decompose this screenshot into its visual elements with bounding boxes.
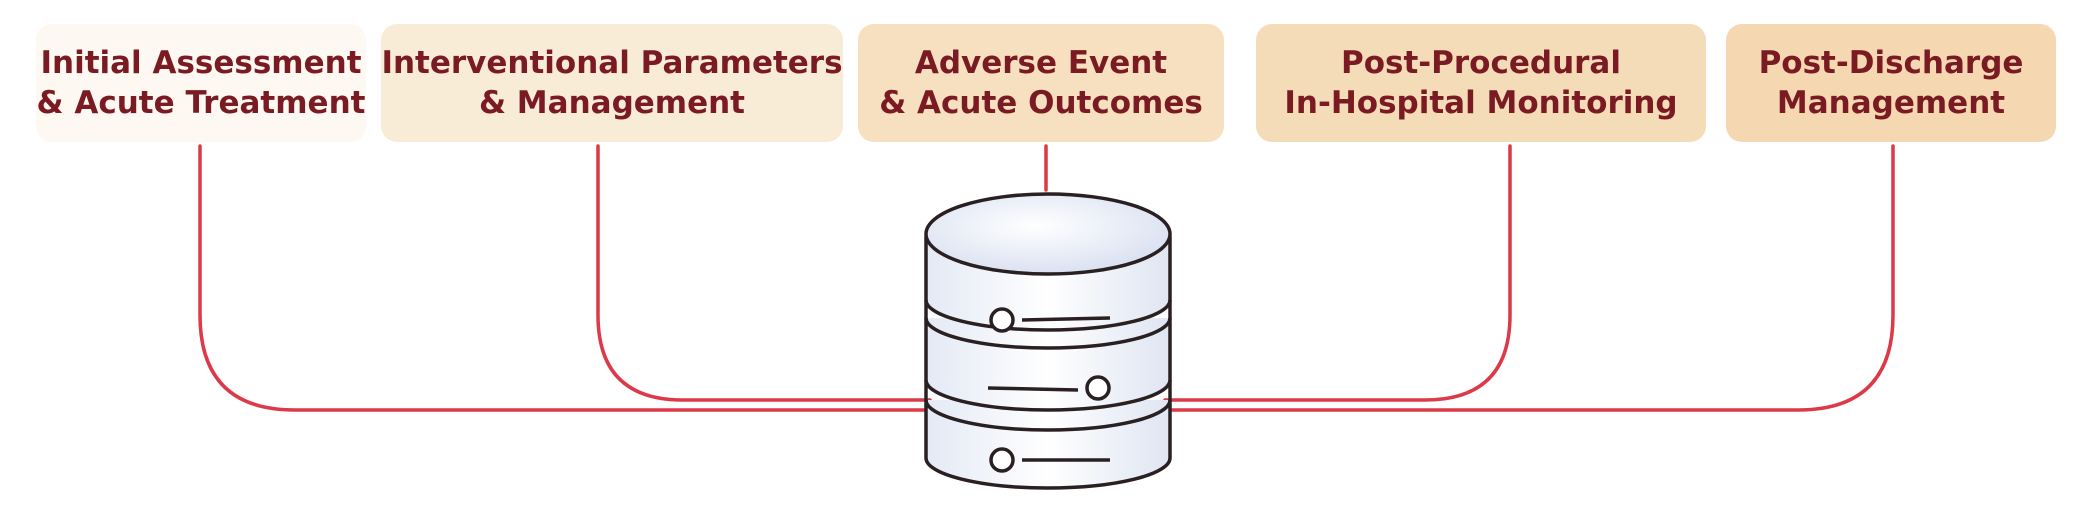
connector-interventional-parameters [596, 144, 932, 402]
database-indicator-1 [989, 307, 1015, 333]
stage-adverse-event-line1: Adverse Event [914, 45, 1168, 81]
connector-post-procedural [1163, 144, 1512, 402]
connector-initial-assessment [198, 144, 932, 412]
connector-post-discharge [1163, 144, 1895, 412]
stage-interventional-parameters-line1: Interventional Parameters [381, 45, 843, 81]
stage-post-procedural: Post-Procedural In-Hospital Monitoring [1256, 24, 1706, 142]
stage-initial-assessment-line2: & Acute Treatment [36, 85, 366, 121]
stage-post-discharge: Post-Discharge Management [1726, 24, 2056, 142]
stage-post-procedural-line1: Post-Procedural [1341, 45, 1621, 81]
stage-interventional-parameters-line2: & Management [478, 85, 745, 121]
database-indicator-3 [989, 447, 1015, 473]
database-icon [924, 192, 1172, 490]
stage-post-discharge-line2: Management [1776, 85, 2006, 121]
stage-initial-assessment-line1: Initial Assessment [40, 45, 362, 81]
stage-post-discharge-line1: Post-Discharge [1758, 45, 2024, 81]
stage-interventional-parameters: Interventional Parameters & Management [381, 24, 843, 142]
stage-adverse-event-line2: & Acute Outcomes [879, 85, 1203, 121]
stage-adverse-event: Adverse Event & Acute Outcomes [858, 24, 1224, 142]
stage-post-procedural-line2: In-Hospital Monitoring [1284, 85, 1678, 121]
stage-initial-assessment: Initial Assessment & Acute Treatment [36, 24, 366, 142]
database-indicator-2 [1085, 375, 1111, 401]
